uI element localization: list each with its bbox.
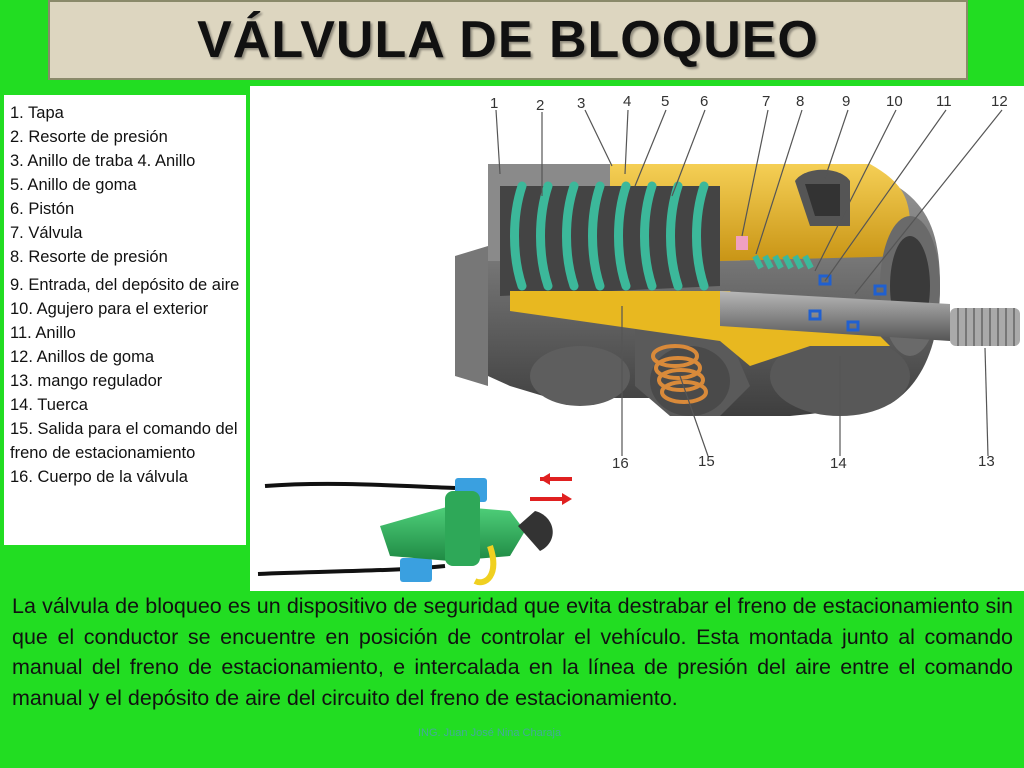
label-15: 15 bbox=[698, 453, 715, 470]
label-3: 3 bbox=[577, 95, 585, 112]
label-16: 16 bbox=[612, 455, 629, 472]
legend-item: 15. Salida para el comando del freno de … bbox=[10, 420, 238, 462]
pressure-spring-8 bbox=[752, 254, 814, 270]
label-12: 12 bbox=[991, 93, 1008, 110]
description-text: La válvula de bloqueo es un dispositivo … bbox=[12, 594, 1013, 710]
legend-item: 14. Tuerca bbox=[10, 396, 88, 414]
label-1: 1 bbox=[490, 95, 498, 112]
label-4: 4 bbox=[623, 93, 631, 110]
regulator-handle bbox=[950, 308, 1020, 346]
valve-cutaway-illustration: 1 2 3 4 5 6 7 8 9 10 11 12 16 15 14 13 bbox=[257, 93, 1020, 586]
legend-item: 13. mango regulador bbox=[10, 372, 163, 390]
flow-schematic bbox=[257, 473, 572, 586]
label-10: 10 bbox=[886, 93, 903, 110]
legend-item: 5. Anillo de goma bbox=[10, 176, 137, 194]
label-13: 13 bbox=[978, 453, 995, 470]
air-hose-top bbox=[264, 481, 456, 490]
legend-item: 6. Pistón bbox=[10, 200, 75, 218]
rubber-rings bbox=[808, 274, 887, 332]
legend-item: 7. Válvula bbox=[10, 224, 83, 242]
legend-item: 12. Anillos de goma bbox=[10, 348, 155, 366]
label-2: 2 bbox=[536, 97, 544, 114]
label-7: 7 bbox=[762, 93, 770, 110]
legend-item: 2. Resorte de presión bbox=[10, 128, 168, 146]
legend-item: 8. Resorte de presión bbox=[10, 248, 168, 266]
fitting-bottom bbox=[400, 558, 432, 582]
legend-item: 3. Anillo de traba 4. Anillo bbox=[10, 152, 196, 170]
legend-item: 1. Tapa bbox=[10, 104, 64, 122]
legend-item: 11. Anillo bbox=[10, 324, 76, 342]
knob bbox=[518, 511, 553, 551]
label-9: 9 bbox=[842, 93, 850, 110]
label-6: 6 bbox=[700, 93, 708, 110]
valve-diagram: 1 2 3 4 5 6 7 8 9 10 11 12 16 15 14 13 bbox=[250, 86, 1024, 591]
air-channel bbox=[510, 291, 890, 366]
parts-legend: 1. Tapa 2. Resorte de presión 3. Anillo … bbox=[4, 95, 246, 545]
label-11: 11 bbox=[936, 93, 952, 110]
title-box: VÁLVULA DE BLOQUEO bbox=[48, 0, 968, 80]
label-14: 14 bbox=[830, 455, 847, 472]
rotation-arrow bbox=[473, 545, 497, 586]
slide-title: VÁLVULA DE BLOQUEO bbox=[197, 11, 819, 69]
outlet-spring bbox=[651, 344, 708, 404]
valve-element bbox=[736, 236, 748, 250]
legend-item: 16. Cuerpo de la válvula bbox=[10, 468, 188, 486]
part-numbers-bottom: 16 15 14 13 bbox=[612, 453, 995, 472]
author-footer: ING. Juan José Nina Charaja bbox=[418, 727, 562, 739]
piston-cavity bbox=[500, 186, 720, 296]
legend-item: 10. Agujero para el exterior bbox=[10, 300, 209, 318]
label-5: 5 bbox=[661, 93, 669, 110]
label-8: 8 bbox=[796, 93, 804, 110]
legend-item: 9. Entrada, del depósito de aire bbox=[10, 276, 240, 294]
leader-lines bbox=[495, 109, 1003, 457]
part-numbers-top: 1 2 3 4 5 6 7 8 9 10 11 12 bbox=[490, 93, 1008, 114]
regulator-shaft bbox=[720, 291, 950, 341]
pressure-spring-2 bbox=[510, 181, 709, 291]
